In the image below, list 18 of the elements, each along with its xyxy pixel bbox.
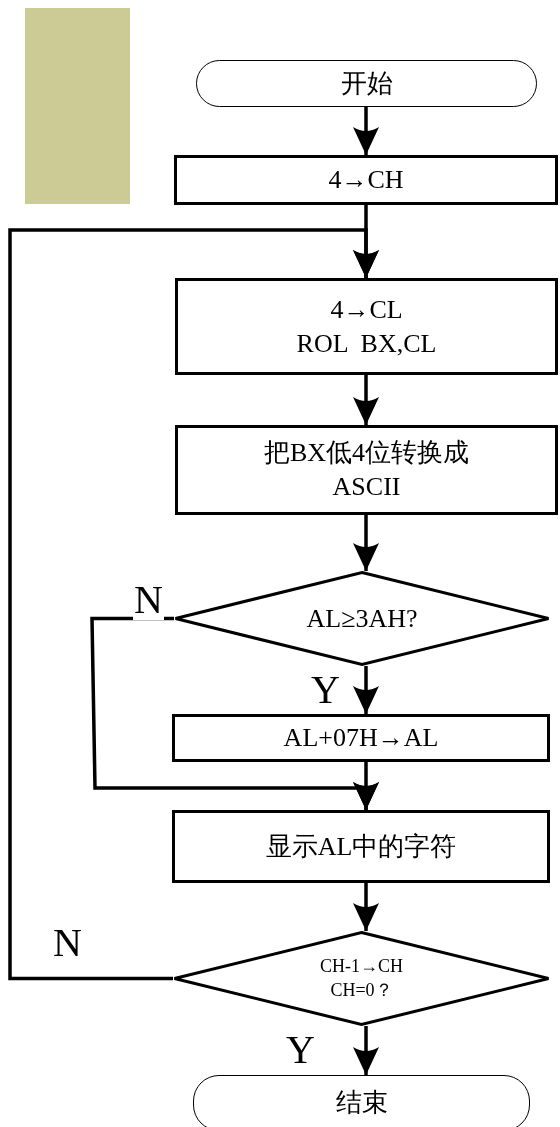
node-text: CH=0？	[330, 978, 393, 1002]
node-text: AL+07H→AL	[283, 722, 439, 755]
node-text: 开始	[340, 67, 393, 100]
process-box	[174, 155, 558, 205]
node-text: 4→CH	[328, 164, 404, 197]
process-box	[175, 278, 558, 375]
process-box	[172, 810, 550, 883]
node-text: 结束	[335, 1087, 388, 1120]
node-text: ROL BX,CL	[296, 327, 437, 360]
node-text: 显示AL中的字符	[265, 830, 457, 863]
node-text: 4→CL	[330, 293, 403, 326]
node-text: CH-1→CH	[320, 955, 403, 979]
decision-diamond	[173, 931, 550, 1026]
node-text: AL≥3AH?	[306, 602, 418, 635]
process-box	[172, 714, 550, 762]
node-text: 把BX低4位转换成ASCII	[262, 437, 471, 503]
decision-diamond	[174, 571, 550, 666]
process-box	[175, 425, 558, 515]
